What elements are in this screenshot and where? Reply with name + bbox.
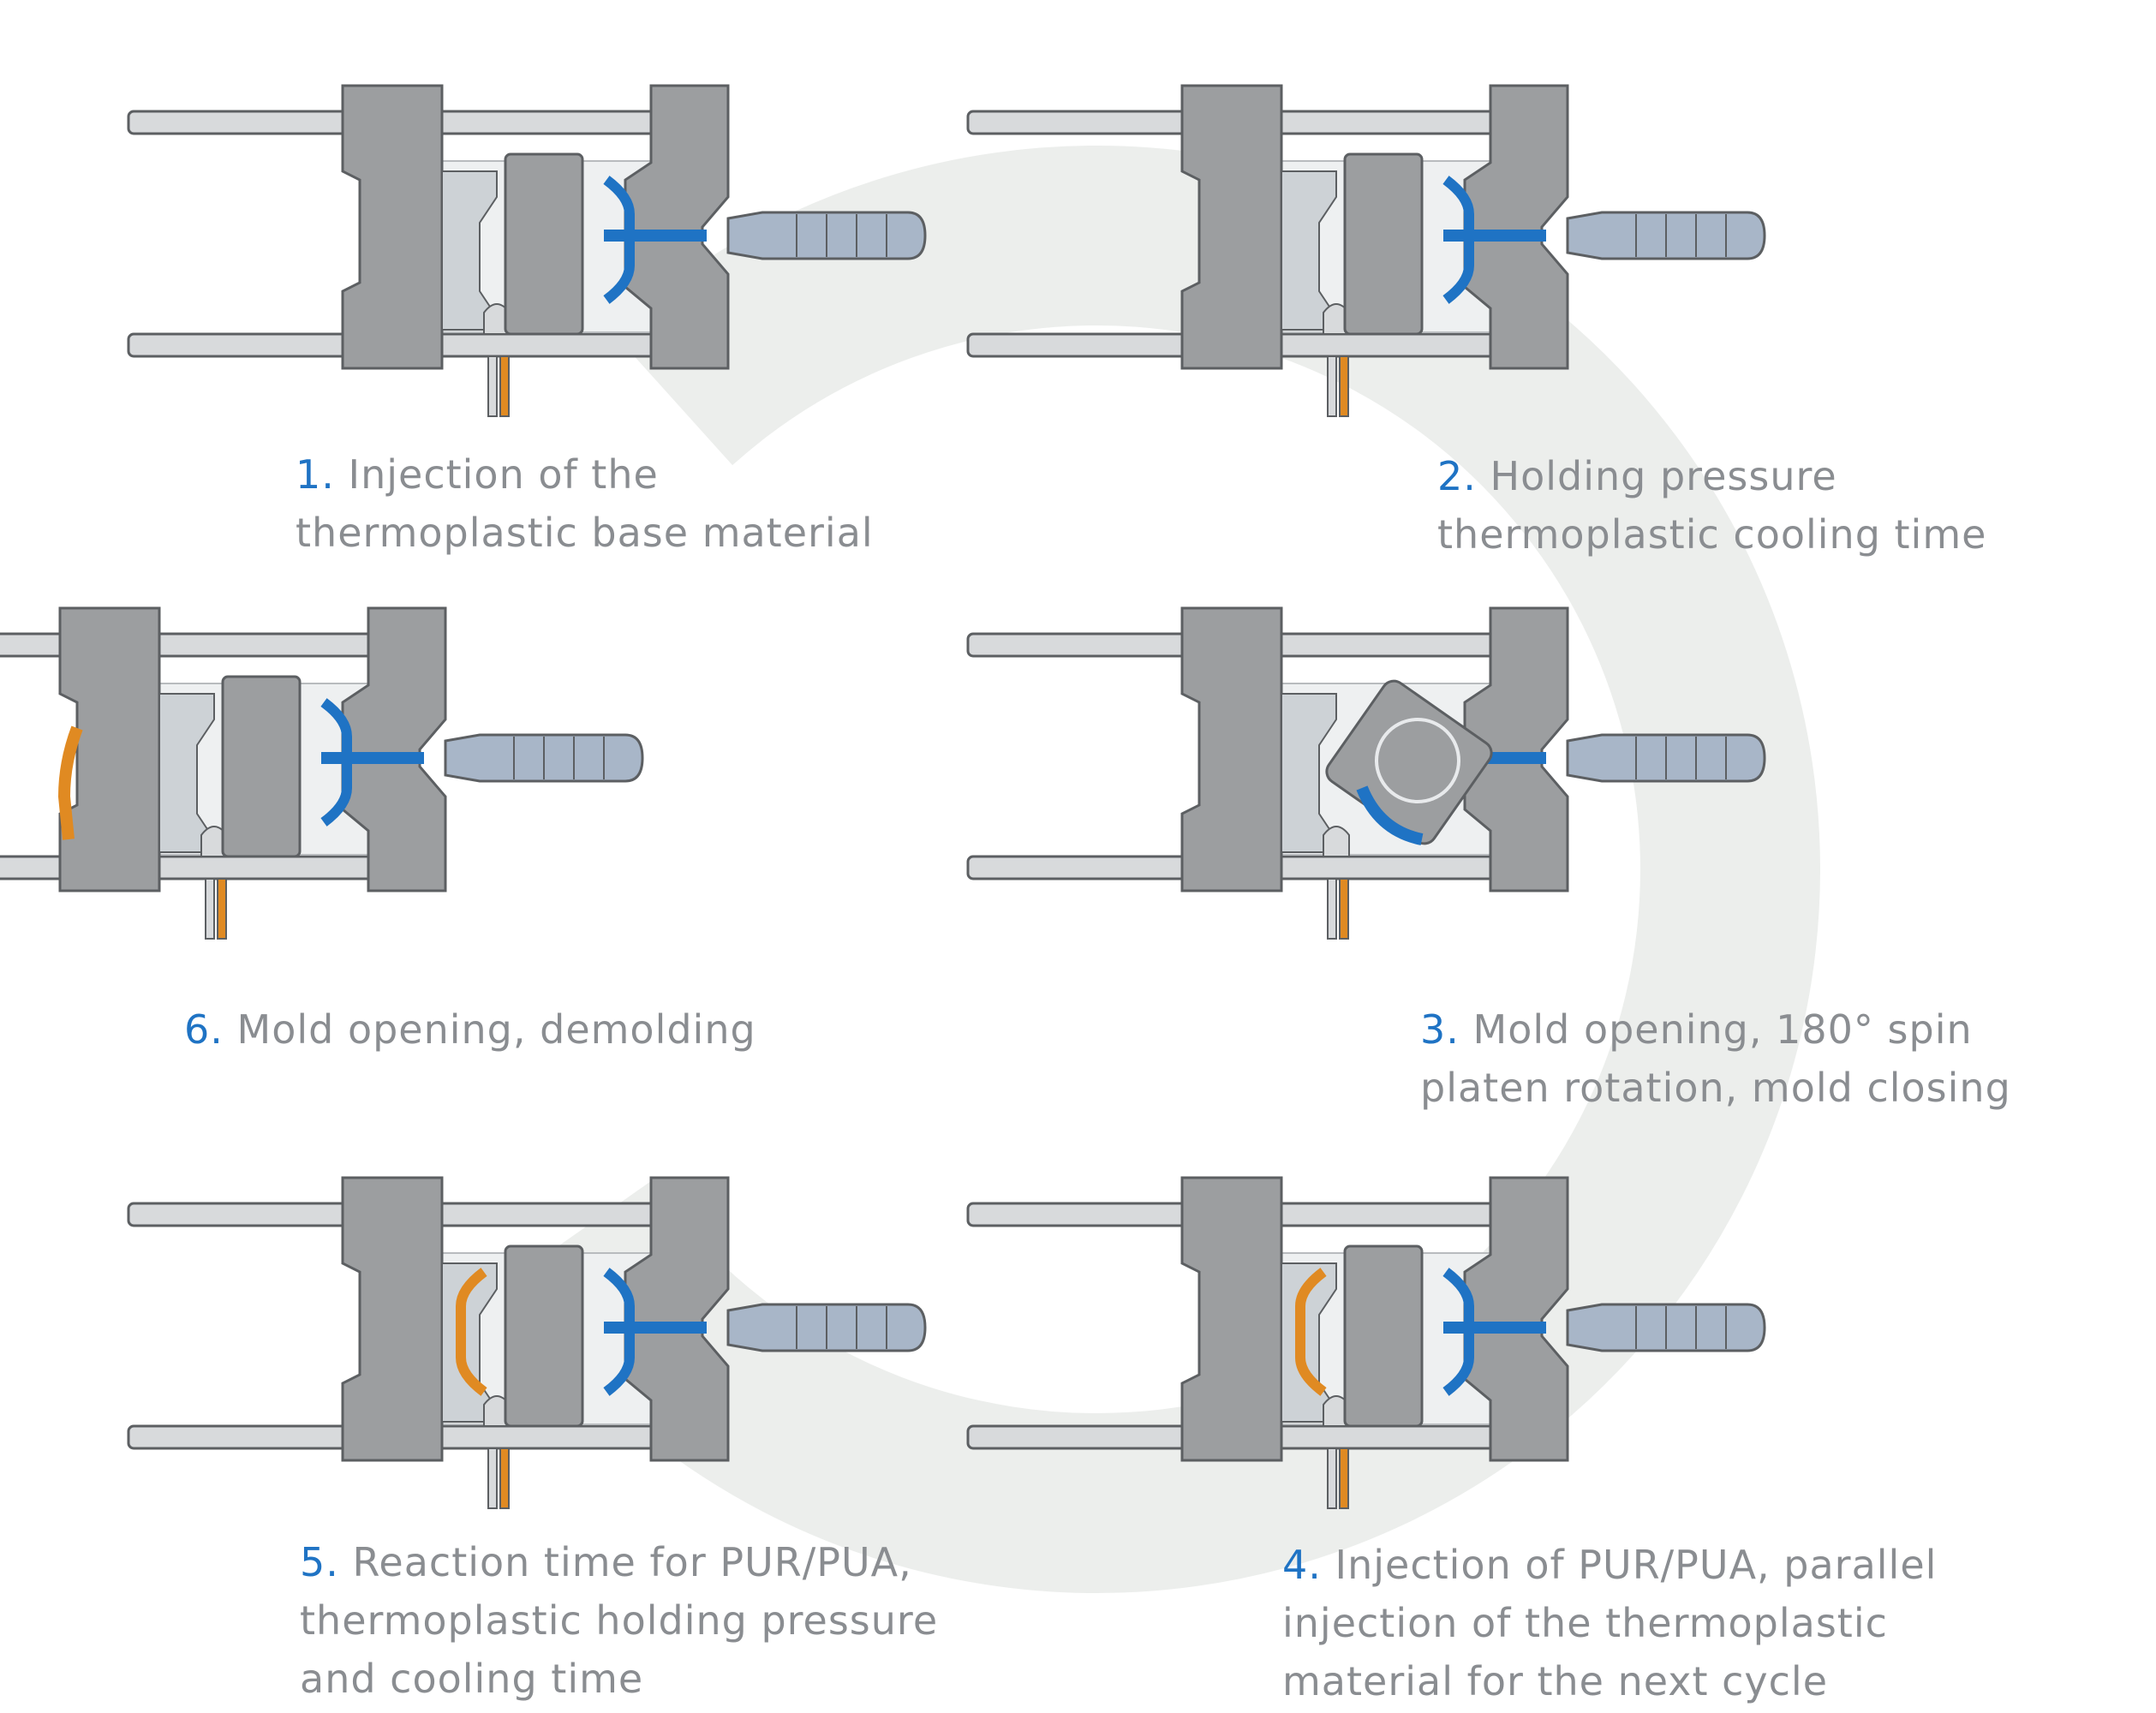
step-text-line: Mold opening, 180° spin — [1472, 1006, 1973, 1053]
right-platen — [1463, 1176, 1569, 1462]
ejector-pin — [487, 355, 498, 417]
part-thermoplastic-right — [320, 698, 352, 827]
ejector-pin — [487, 1447, 498, 1509]
center-platen — [504, 152, 584, 336]
caption-step-3: 3. Mold opening, 180° spin platen rotati… — [1420, 1000, 2011, 1117]
step-text-line: Injection of PUR/PUA, parallel — [1335, 1542, 1938, 1588]
step-text-line: Mold opening, demolding — [236, 1006, 756, 1053]
caption-step-5: 5. Reaction time for PUR/PUA, thermoplas… — [300, 1533, 938, 1708]
ejector-pin-pur — [1339, 355, 1349, 417]
sprue-pin — [1323, 826, 1350, 857]
cycle-ring-arc — [503, 146, 1820, 1593]
left-platen — [341, 84, 444, 370]
center-platen — [504, 1244, 584, 1428]
left-cavity — [158, 693, 215, 853]
right-platen — [624, 84, 730, 370]
machine-step-3 — [966, 606, 1766, 940]
step-text-line: thermoplastic base material — [296, 510, 874, 556]
step-text-line: Holding pressure — [1490, 453, 1837, 499]
ejector-pin-pur — [217, 878, 227, 940]
center-platen — [1343, 152, 1424, 336]
sprue-thermoplastic — [321, 752, 424, 764]
ejector-pin-pur — [499, 1447, 510, 1509]
machine-step-5 — [127, 1176, 927, 1509]
step-number: 5. — [300, 1539, 339, 1585]
machine-step-4 — [966, 1176, 1766, 1509]
sprue-thermoplastic — [604, 230, 707, 242]
rotation-indicator — [1375, 718, 1460, 803]
part-pur-coating — [456, 1268, 487, 1396]
ejector-pin-pur — [1339, 1447, 1349, 1509]
sprue-thermoplastic — [1443, 230, 1546, 242]
step-number: 6. — [184, 1006, 224, 1053]
step-text-line: material for the next cycle — [1282, 1658, 1829, 1704]
left-platen — [1180, 606, 1283, 892]
ejector-pin — [1327, 355, 1337, 417]
sprue-thermoplastic — [604, 1322, 707, 1334]
machine-step-6 — [0, 606, 644, 940]
right-platen — [1463, 606, 1569, 892]
part-thermoplastic-right — [603, 1268, 635, 1396]
caption-step-4: 4. Injection of PUR/PUA, parallel inject… — [1282, 1536, 1937, 1710]
step-text-line: platen rotation, mold closing — [1420, 1065, 2011, 1111]
left-cavity — [1281, 693, 1337, 853]
step-number: 3. — [1420, 1006, 1460, 1053]
step-text-line: injection of the thermoplastic — [1282, 1600, 1888, 1646]
step-number: 4. — [1282, 1542, 1322, 1588]
left-platen — [1180, 1176, 1283, 1462]
right-platen — [1463, 84, 1569, 370]
ejector-pin — [1327, 1447, 1337, 1509]
right-platen — [624, 1176, 730, 1462]
ejector-pin-pur — [499, 355, 510, 417]
center-platen — [221, 675, 302, 858]
step-text-line: thermoplastic cooling time — [1437, 511, 1987, 558]
ejector-pin-pur — [1339, 878, 1349, 940]
ejector-pin — [205, 878, 215, 940]
ejector-pin — [1327, 878, 1337, 940]
step-text-line: and cooling time — [300, 1656, 644, 1702]
left-platen — [341, 1176, 444, 1462]
ejected-part — [57, 725, 83, 840]
left-cavity — [441, 170, 498, 331]
caption-step-2: 2. Holding pressure thermoplastic coolin… — [1437, 447, 1986, 564]
center-platen — [1343, 1244, 1424, 1428]
part-thermoplastic-right — [1442, 1268, 1474, 1396]
step-text-line: thermoplastic holding pressure — [300, 1597, 939, 1644]
part-thermoplastic-right — [603, 176, 635, 304]
caption-step-6: 6. Mold opening, demolding — [184, 1000, 756, 1059]
step-number: 1. — [296, 451, 335, 498]
step-text-line: Injection of the — [348, 451, 659, 498]
part-thermoplastic-right — [1442, 176, 1474, 304]
part-thermoplastic — [1356, 785, 1424, 845]
machine-step-2 — [966, 84, 1766, 417]
step-text-line: Reaction time for PUR/PUA, — [352, 1539, 912, 1585]
caption-step-1: 1. Injection of the thermoplastic base m… — [296, 445, 874, 562]
sprue-thermoplastic — [1443, 1322, 1546, 1334]
right-platen — [341, 606, 447, 892]
machine-step-1 — [127, 84, 927, 417]
part-pur-coating — [1295, 1268, 1327, 1396]
step-number: 2. — [1437, 453, 1477, 499]
left-cavity — [1281, 170, 1337, 331]
